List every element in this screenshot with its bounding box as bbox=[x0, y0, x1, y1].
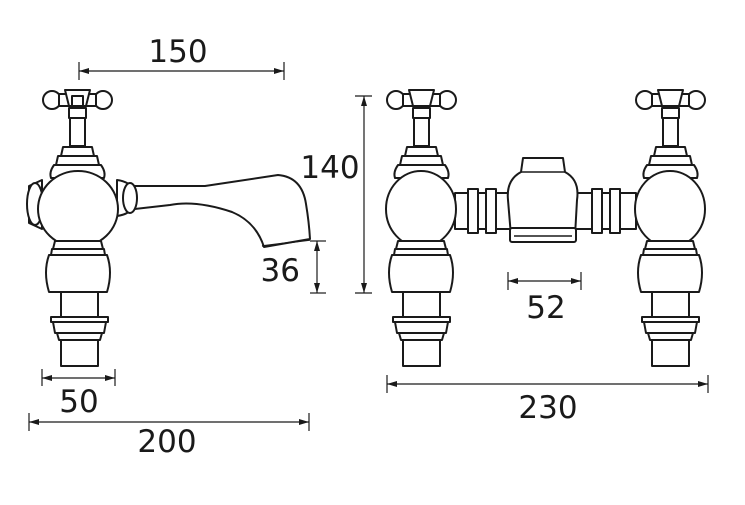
dimension-spout-height: 36 bbox=[261, 240, 326, 294]
dimension-spout-reach: 150 bbox=[78, 34, 285, 80]
dimension-bridge-center: 52 bbox=[507, 272, 582, 326]
dimension-bridge-width: 230 bbox=[386, 375, 709, 426]
dimension-label-pillar-depth: 200 bbox=[137, 424, 196, 460]
dimension-bridge-height: 140 bbox=[300, 95, 372, 294]
pillar-tap-side-view bbox=[26, 89, 311, 367]
bridge-mixer-front-view bbox=[385, 89, 706, 367]
dimension-label-bridge-center: 52 bbox=[526, 290, 565, 326]
cross-handle-bridge-right bbox=[635, 89, 706, 147]
central-spout bbox=[506, 157, 579, 243]
dimension-label-spout-height: 36 bbox=[261, 253, 300, 289]
dimension-label-spout-reach: 150 bbox=[148, 34, 207, 70]
dimension-base-width: 50 bbox=[41, 369, 116, 420]
dimension-label-bridge-height: 140 bbox=[300, 150, 359, 186]
cross-handle-left bbox=[42, 89, 113, 147]
dimension-pillar-depth: 200 bbox=[28, 413, 310, 460]
dimension-label-bridge-width: 230 bbox=[518, 390, 577, 426]
cross-handle-bridge-left bbox=[386, 89, 457, 147]
spout bbox=[119, 174, 311, 248]
dimension-label-base-width: 50 bbox=[59, 384, 98, 420]
